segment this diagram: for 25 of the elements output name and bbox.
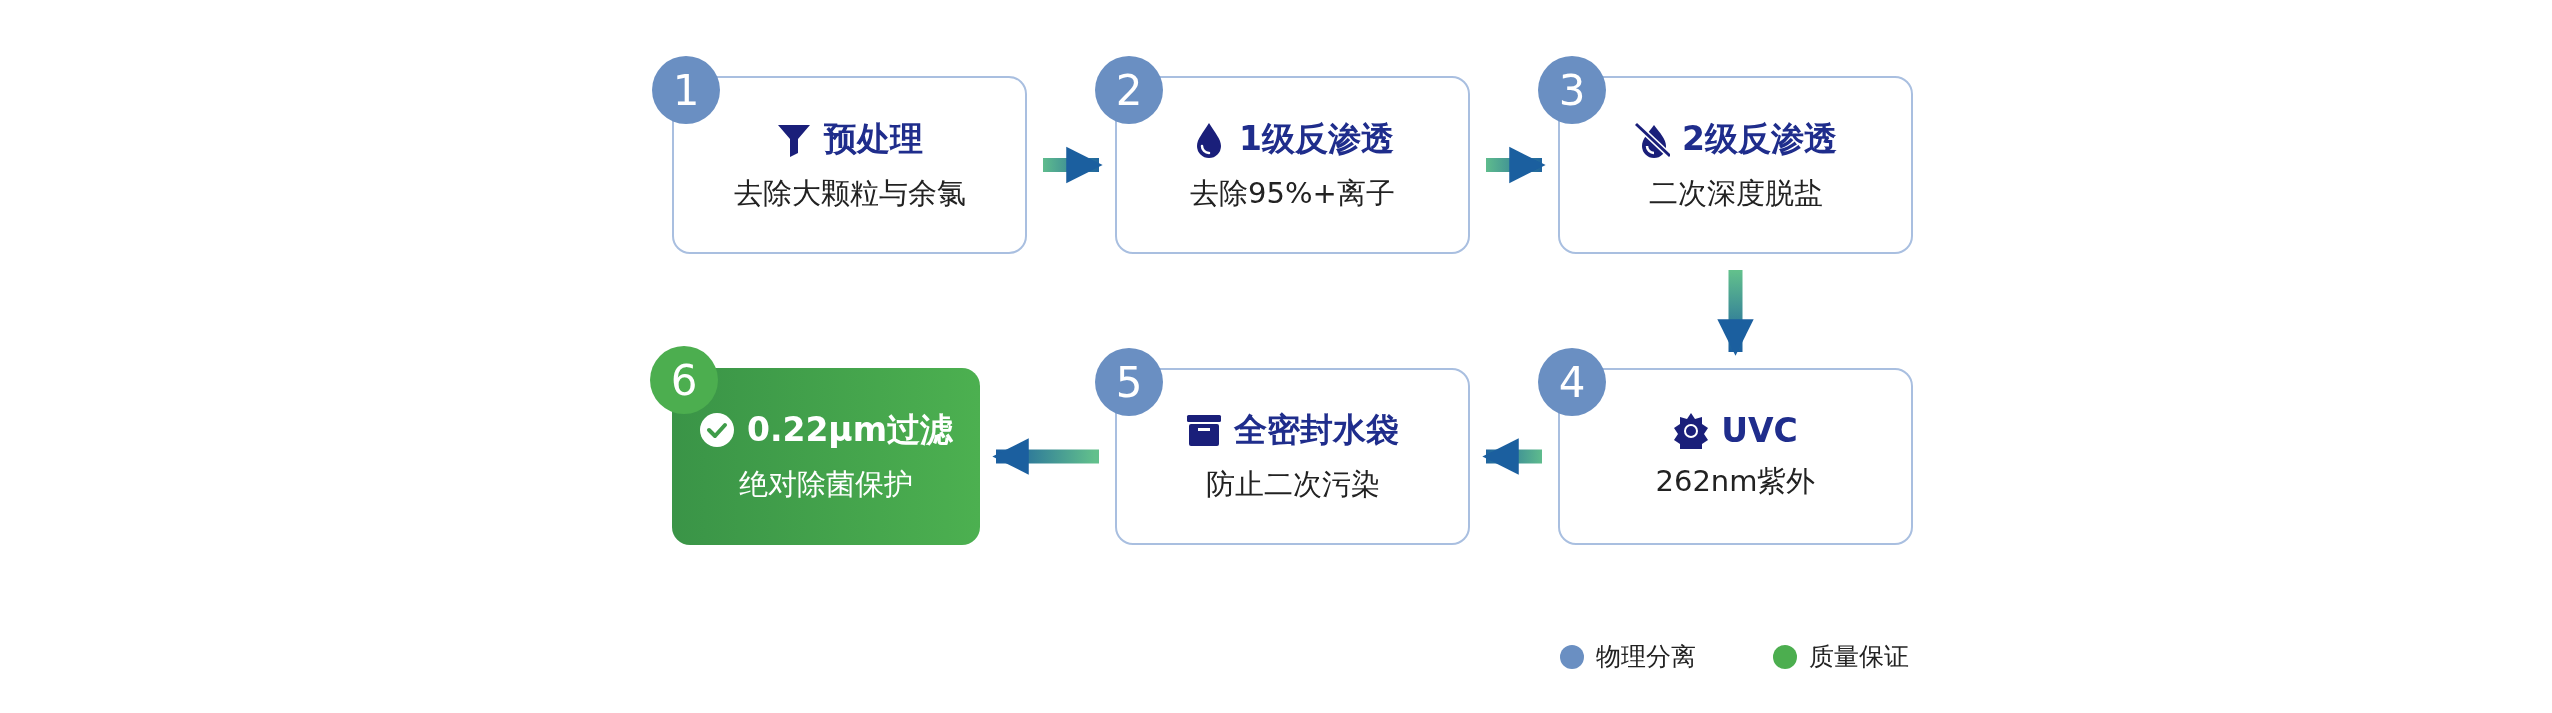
step-title: 全密封水袋	[1234, 409, 1399, 451]
step-description: 去除95%+离子	[1190, 174, 1395, 212]
step-title: 0.22μm过滤	[746, 409, 954, 451]
flow-arrow	[992, 438, 1099, 475]
step-description: 防止二次污染	[1205, 466, 1380, 503]
step-title: 2级反渗透	[1682, 117, 1837, 160]
step-title: 预处理	[824, 117, 923, 160]
step-description: 二次深度脱盐	[1648, 174, 1823, 212]
step-number-badge: 6	[650, 346, 718, 414]
step-description: 262nm紫外	[1655, 463, 1816, 500]
step-title: 1级反渗透	[1239, 117, 1394, 160]
step-number-badge: 4	[1538, 348, 1606, 416]
legend-label: 质量保证	[1809, 641, 1909, 673]
flow-arrow	[1486, 146, 1546, 184]
legend-label: 物理分离	[1596, 641, 1696, 673]
step-number-badge: 5	[1095, 348, 1163, 416]
flow-arrow	[1482, 438, 1542, 475]
step-description: 绝对除菌保护	[739, 466, 913, 503]
step-number-badge: 1	[652, 56, 720, 124]
step-description: 去除大颗粒与余氯	[733, 174, 966, 212]
step-number-badge: 3	[1538, 56, 1606, 124]
flow-arrow	[1717, 270, 1754, 356]
step-number-badge: 2	[1095, 56, 1163, 124]
step-title: UVC	[1721, 411, 1798, 450]
flow-arrow	[1043, 146, 1103, 184]
